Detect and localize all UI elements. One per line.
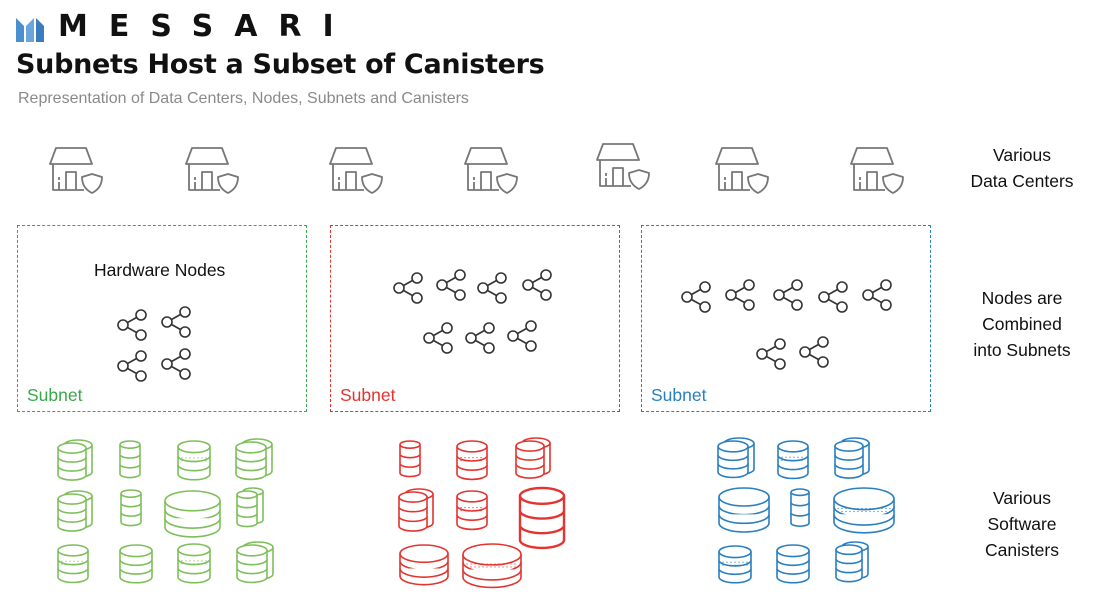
node-share-icon	[117, 309, 147, 341]
database-icon	[164, 490, 221, 538]
data-center-icon	[715, 147, 769, 194]
node-share-icon	[465, 322, 495, 354]
database-icon	[399, 440, 421, 478]
database-icon	[120, 489, 142, 527]
node-share-icon	[117, 350, 147, 382]
subnet-label: Subnet	[340, 385, 396, 405]
node-share-icon	[799, 336, 829, 368]
subnet-label: Subnet	[27, 385, 83, 405]
node-share-icon	[507, 320, 537, 352]
data-center-icon	[329, 147, 383, 194]
data-center-icon	[464, 147, 518, 194]
data-center-icon	[49, 147, 103, 194]
data-center-icon	[596, 143, 650, 190]
subnet-box-blue: Subnet	[641, 225, 931, 412]
subnet-box-red: Subnet	[330, 225, 620, 412]
database-icon	[57, 490, 93, 532]
messari-logo-icon	[16, 18, 44, 42]
node-share-icon	[681, 281, 711, 313]
database-icon	[119, 440, 141, 479]
data-center-icon	[185, 147, 239, 194]
database-icon	[833, 487, 895, 534]
node-share-icon	[725, 279, 755, 311]
subnet-box-green: Subnet	[17, 225, 307, 412]
database-icon	[177, 440, 211, 481]
database-icon	[518, 486, 566, 550]
database-icon	[57, 439, 93, 481]
database-icon	[515, 437, 551, 479]
database-icon	[236, 541, 274, 584]
database-icon	[718, 545, 752, 584]
node-share-icon	[436, 269, 466, 301]
data-centers-label: Various Data Centers	[970, 145, 1074, 191]
database-icon	[717, 437, 755, 479]
database-icon	[834, 437, 870, 479]
database-icon	[456, 440, 488, 481]
node-share-icon	[862, 279, 892, 311]
node-share-icon	[161, 306, 191, 338]
node-share-icon	[773, 279, 803, 311]
node-share-icon	[522, 269, 552, 301]
database-icon	[57, 544, 89, 584]
database-icon	[399, 544, 449, 586]
database-icon	[776, 544, 810, 584]
node-share-icon	[423, 322, 453, 354]
node-share-icon	[756, 338, 786, 370]
database-icon	[456, 490, 488, 531]
node-share-icon	[393, 272, 423, 304]
page-title: Subnets Host a Subset of Canisters	[16, 49, 545, 80]
database-icon	[235, 438, 273, 481]
page-subtitle: Representation of Data Centers, Nodes, S…	[18, 90, 469, 107]
database-icon	[718, 487, 770, 533]
brand-name: MESSARI	[58, 9, 355, 44]
database-icon	[119, 544, 153, 584]
node-share-icon	[161, 348, 191, 380]
database-icon	[177, 543, 211, 584]
database-icon	[398, 488, 434, 532]
database-icon	[835, 541, 869, 583]
canisters-label: Various Software Canisters	[985, 488, 1059, 560]
database-icon	[777, 440, 809, 480]
database-icon	[462, 543, 522, 589]
database-icon	[790, 488, 810, 528]
nodes-combined-label: Nodes are Combined into Subnets	[973, 288, 1071, 360]
node-share-icon	[477, 272, 507, 304]
node-share-icon	[818, 281, 848, 313]
data-center-icon	[850, 147, 904, 194]
subnet-label: Subnet	[651, 385, 707, 405]
database-icon	[236, 487, 264, 528]
hardware-nodes-label: Hardware Nodes	[94, 260, 226, 280]
